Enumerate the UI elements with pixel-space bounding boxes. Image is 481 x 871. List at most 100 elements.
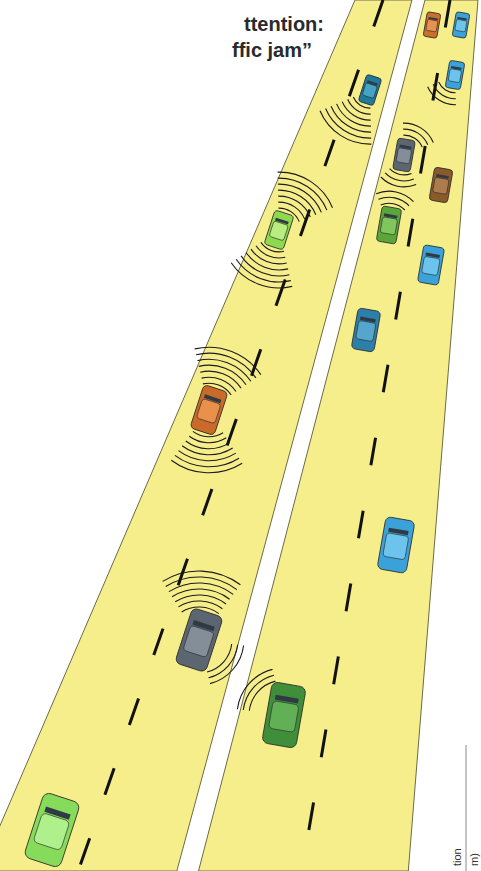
- car-body: [351, 308, 381, 353]
- car-body: [393, 138, 416, 172]
- car-body: [377, 516, 415, 573]
- radio-wave: [278, 178, 327, 210]
- radio-wave: [331, 106, 371, 132]
- car-roof: [455, 19, 467, 32]
- car-roof: [433, 177, 449, 194]
- car-window: [399, 145, 411, 150]
- car-roof: [269, 221, 288, 241]
- radio-wave: [163, 571, 241, 585]
- radio-wave: [278, 184, 322, 212]
- radio-wave: [385, 173, 414, 181]
- car: [351, 308, 381, 353]
- radio-wave: [251, 249, 287, 264]
- radio-waves: [163, 82, 456, 711]
- radio-wave: [175, 455, 239, 466]
- car-roof: [383, 533, 409, 560]
- car: [175, 607, 224, 672]
- car-body: [445, 60, 465, 90]
- radio-wave: [171, 460, 242, 473]
- car-window: [457, 17, 467, 21]
- radio-wave: [428, 87, 456, 105]
- radio-wave: [195, 347, 261, 374]
- radio-wave: [376, 191, 413, 202]
- car: [376, 206, 402, 244]
- car-body: [262, 681, 307, 748]
- side-caption-fragment: m): [468, 853, 480, 866]
- rule-line: [466, 745, 467, 871]
- car-roof: [426, 19, 438, 32]
- car: [264, 210, 294, 250]
- car-roof: [396, 148, 412, 164]
- car-body: [190, 384, 228, 435]
- car-roof: [356, 320, 376, 341]
- radio-wave: [231, 263, 292, 288]
- lane-marking: [302, 0, 450, 871]
- car-window: [360, 316, 376, 322]
- car-body: [264, 210, 294, 250]
- warning-text: ttention:: [244, 12, 324, 36]
- car: [429, 167, 453, 203]
- radio-wave: [169, 583, 233, 594]
- car-body: [23, 792, 80, 869]
- radio-wave: [381, 177, 416, 187]
- car-window: [367, 80, 378, 85]
- car: [23, 792, 80, 869]
- radio-wave: [278, 190, 316, 215]
- radio-wave: [178, 601, 222, 609]
- car: [377, 516, 415, 573]
- car-roof: [268, 701, 299, 733]
- car-window: [451, 66, 462, 70]
- radio-wave: [175, 595, 226, 604]
- right-road: [199, 0, 479, 871]
- car-window: [388, 528, 408, 536]
- car-window: [384, 213, 398, 218]
- car: [358, 74, 382, 106]
- radio-wave: [236, 259, 291, 282]
- car-body: [429, 167, 453, 203]
- car-roof: [33, 813, 70, 851]
- car-body: [417, 245, 444, 286]
- cars: [23, 12, 469, 869]
- car-body: [376, 206, 402, 244]
- radio-wave: [189, 436, 226, 443]
- car-window: [428, 17, 438, 21]
- car: [417, 245, 444, 286]
- radio-wave: [179, 451, 236, 461]
- car-window: [44, 807, 70, 820]
- radio-wave: [241, 256, 289, 276]
- radio-wave: [337, 104, 371, 126]
- radio-wave: [198, 359, 251, 381]
- car-roof: [422, 256, 441, 275]
- warning-text: ffic jam”: [232, 38, 312, 62]
- car: [190, 384, 228, 435]
- side-caption-fragment: tion: [451, 848, 463, 866]
- car: [445, 60, 465, 90]
- car-roof: [196, 398, 221, 423]
- car: [393, 138, 416, 172]
- radio-wave: [326, 109, 372, 139]
- radio-wave: [237, 669, 272, 709]
- car-roof: [380, 217, 398, 235]
- radio-wave: [320, 111, 371, 144]
- car: [262, 681, 307, 748]
- car-window: [425, 253, 440, 258]
- radio-wave: [379, 197, 410, 206]
- car-body: [452, 12, 470, 39]
- car-roof: [362, 83, 377, 99]
- radio-wave: [186, 441, 230, 449]
- car-roof: [183, 625, 214, 657]
- car-body: [358, 74, 382, 106]
- radio-wave: [166, 577, 237, 590]
- car-body: [423, 12, 441, 39]
- car-window: [436, 174, 449, 179]
- car: [452, 12, 470, 39]
- radio-wave: [172, 589, 230, 599]
- car: [423, 12, 441, 39]
- radio-wave: [182, 446, 233, 455]
- radio-wave: [278, 172, 333, 208]
- car-window: [204, 394, 221, 403]
- radio-wave: [199, 365, 246, 384]
- radio-wave: [210, 646, 244, 684]
- car-window: [193, 620, 215, 631]
